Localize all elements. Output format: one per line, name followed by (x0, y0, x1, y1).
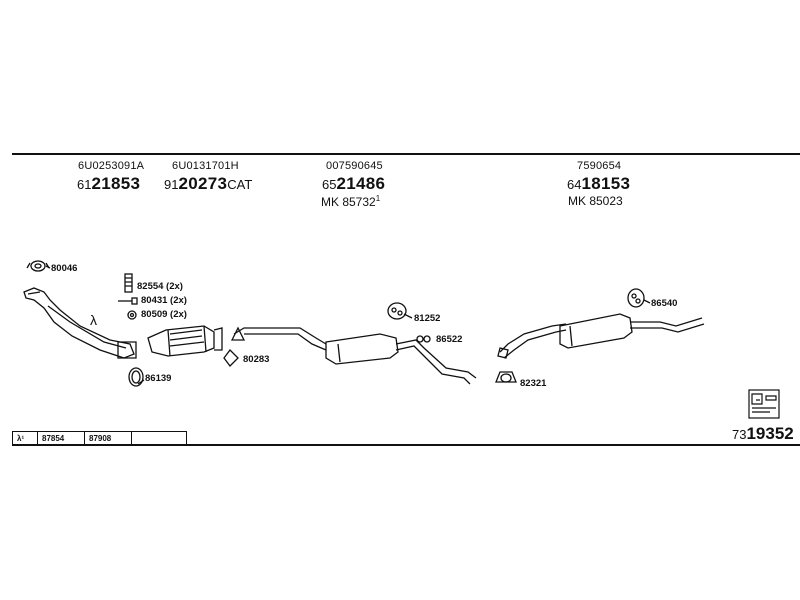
rear-silencer-icon (497, 313, 705, 359)
hanger-81252-icon (387, 302, 407, 320)
front-downpipe-icon (23, 287, 137, 359)
part-number-2: 9120273CAT (164, 174, 253, 193)
oe-number-2: 6U0131701H (172, 160, 239, 172)
part-label-80509: 80509 (2x) (141, 309, 187, 320)
leader-line-80046 (45, 265, 51, 269)
bolt-82554-icon (124, 273, 133, 293)
bottom-rule (12, 444, 800, 446)
part-number-3: 6521486 (322, 174, 386, 193)
part-label-86139: 86139 (145, 373, 172, 384)
lambda-sensor-label: λ (90, 312, 97, 328)
part-label-82321: 82321 (520, 378, 547, 389)
part-label-82554: 82554 (2x) (137, 281, 183, 292)
gasket-ring-86139-icon (128, 367, 144, 387)
clamp-82321-icon (495, 371, 517, 383)
top-rule (12, 153, 800, 155)
part-label-81252: 81252 (414, 313, 441, 324)
screw-80431-icon (118, 297, 138, 305)
nut-80509-icon (127, 310, 137, 320)
mk-number-3: MK 857321 (321, 194, 381, 209)
middle-silencer-icon (233, 327, 477, 385)
part-label-80283: 80283 (243, 354, 270, 365)
hanger-86540-icon (627, 288, 645, 308)
footnote-table: λ¹ 87854 87908 (12, 431, 187, 446)
footnote-cell-2: 87854 (38, 432, 85, 445)
leader-line-81252 (403, 313, 413, 319)
oe-number-4: 7590654 (577, 160, 622, 172)
ring-86522-icon (416, 335, 431, 343)
part-number-1: 6121853 (77, 174, 141, 193)
footnote-cell-4 (132, 432, 186, 445)
part-label-80046: 80046 (51, 263, 78, 274)
part-label-86540: 86540 (651, 298, 678, 309)
leader-line-86540 (643, 299, 651, 304)
reference-number: 7319352 (732, 424, 794, 443)
footnote-cell-1: λ¹ (13, 432, 38, 445)
catalytic-converter-icon (147, 325, 223, 357)
oe-number-3: 007590645 (326, 160, 383, 172)
gasket-80046-icon (26, 260, 50, 272)
brand-logo-icon (748, 389, 780, 419)
oe-number-1: 6U0253091A (78, 160, 145, 172)
mk-number-4: MK 85023 (568, 194, 623, 208)
footnote-cell-3: 87908 (85, 432, 132, 445)
part-number-4: 6418153 (567, 174, 631, 193)
leader-line-86139 (137, 379, 145, 385)
part-label-86522: 86522 (436, 334, 463, 345)
part-label-80431: 80431 (2x) (141, 295, 187, 306)
